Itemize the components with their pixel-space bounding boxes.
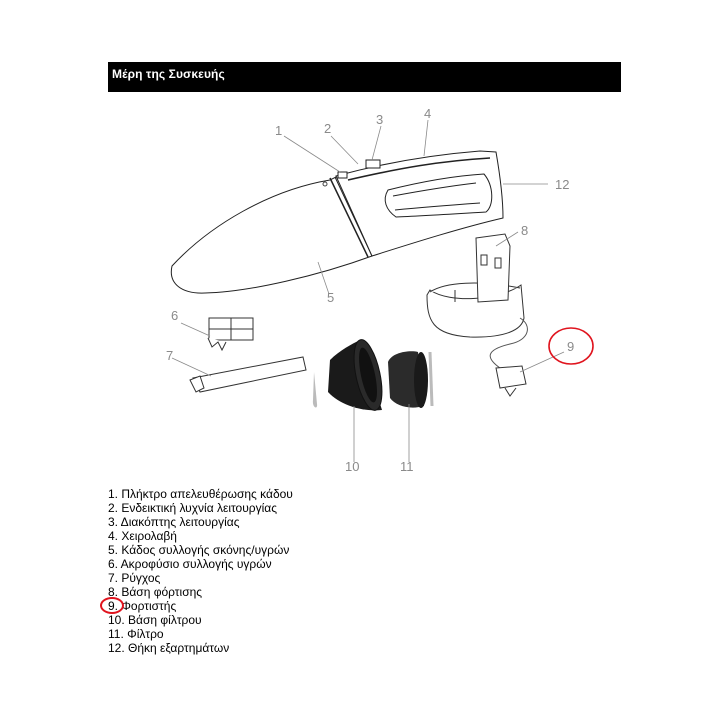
callout-5: 5	[327, 290, 334, 305]
charging-base	[426, 233, 528, 397]
callout-2: 2	[324, 121, 331, 136]
exploded-diagram: 1 2 3 4 5 6 7 8 9 10 11 12	[166, 106, 594, 474]
callout-10: 10	[345, 459, 359, 474]
callout-8: 8	[521, 223, 528, 238]
highlight-circle-list-item-9	[100, 597, 124, 614]
list-item: 10. Βάση φίλτρου	[108, 613, 202, 627]
list-item: 6. Ακροφύσιο συλλογής υγρών	[108, 557, 272, 571]
callout-12: 12	[555, 177, 569, 192]
parts-list: 1. Πλήκτρο απελευθέρωσης κάδου 2. Ενδεικ…	[108, 487, 293, 655]
callout-6: 6	[171, 308, 178, 323]
list-item: 11. Φίλτρο	[108, 627, 164, 641]
list-item: 12. Θήκη εξαρτημάτων	[108, 641, 230, 655]
list-item: 4. Χειρολαβή	[108, 529, 177, 543]
callout-11: 11	[400, 459, 414, 474]
crevice-tool	[189, 356, 307, 393]
list-item: 1. Πλήκτρο απελευθέρωσης κάδου	[108, 487, 293, 501]
section-title: Μέρη της Συσκευής	[112, 67, 225, 81]
filter-base	[312, 339, 383, 411]
vacuum-body	[170, 150, 504, 294]
list-item: 3. Διακόπτης λειτουργίας	[108, 515, 240, 529]
list-item: 9. Φορτιστής	[108, 599, 177, 613]
callout-4: 4	[424, 106, 431, 121]
highlight-circle-callout-9	[548, 327, 594, 365]
callout-7: 7	[166, 348, 173, 363]
callout-labels: 1 2 3 4 5 6 7 8 9 10 11 12	[166, 106, 574, 474]
list-item: 8. Βάση φόρτισης	[108, 585, 203, 599]
callout-9: 9	[567, 339, 574, 354]
callout-3: 3	[376, 112, 383, 127]
list-item: 2. Ενδεικτική λυχνία λειτουργίας	[108, 501, 278, 515]
list-item: 5. Κάδος συλλογής σκόνης/υγρών	[108, 543, 290, 557]
callout-1: 1	[275, 123, 282, 138]
section-header: Μέρη της Συσκευής	[108, 62, 621, 92]
leader-lines	[171, 119, 565, 462]
list-item: 7. Ρύγχος	[108, 571, 161, 585]
filter	[388, 351, 434, 408]
wet-nozzle	[207, 317, 254, 352]
